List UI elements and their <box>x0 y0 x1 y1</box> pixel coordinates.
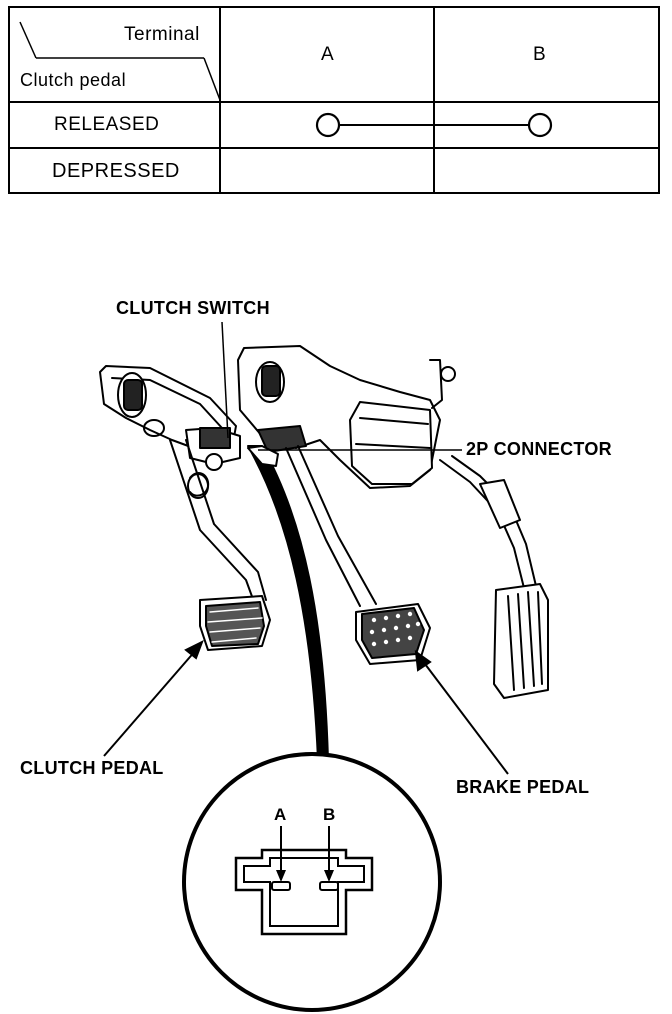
clutch-switch-label: CLUTCH SWITCH <box>116 298 270 318</box>
connector-detail-view <box>182 752 442 1012</box>
header-clutch-pedal: Clutch pedal <box>20 70 127 90</box>
terminal-b-label: B <box>323 805 336 824</box>
row-label-depressed: DEPRESSED <box>52 160 180 182</box>
connector-label: 2P CONNECTOR <box>466 439 612 459</box>
leader-lines <box>221 321 462 451</box>
terminal-a-pin <box>271 881 291 891</box>
brake-pedal-label: BRAKE PEDAL <box>456 777 590 797</box>
pedal-arrows <box>103 639 509 775</box>
header-terminal: Terminal <box>124 24 200 45</box>
accelerator-pedal <box>439 455 549 699</box>
row-label-released: RELEASED <box>54 114 160 135</box>
table-grid <box>8 6 660 194</box>
terminal-b-pin <box>319 881 339 891</box>
brake-pedal-arm <box>285 445 431 665</box>
clutch-pedal-bracket <box>99 365 241 499</box>
clutch-pedal-label: CLUTCH PEDAL <box>20 758 164 778</box>
continuity-table: Terminal Clutch pedal A B RELEASED DEPRE… <box>8 6 660 194</box>
column-header-a: A <box>321 44 335 65</box>
column-header-b: B <box>533 44 547 65</box>
brake-pedal-bracket <box>237 345 456 489</box>
clutch-switch-body <box>247 445 279 467</box>
continuity-mark-released <box>315 112 553 138</box>
clutch-pedal-arm <box>169 439 271 651</box>
terminal-a-label: A <box>274 805 287 824</box>
